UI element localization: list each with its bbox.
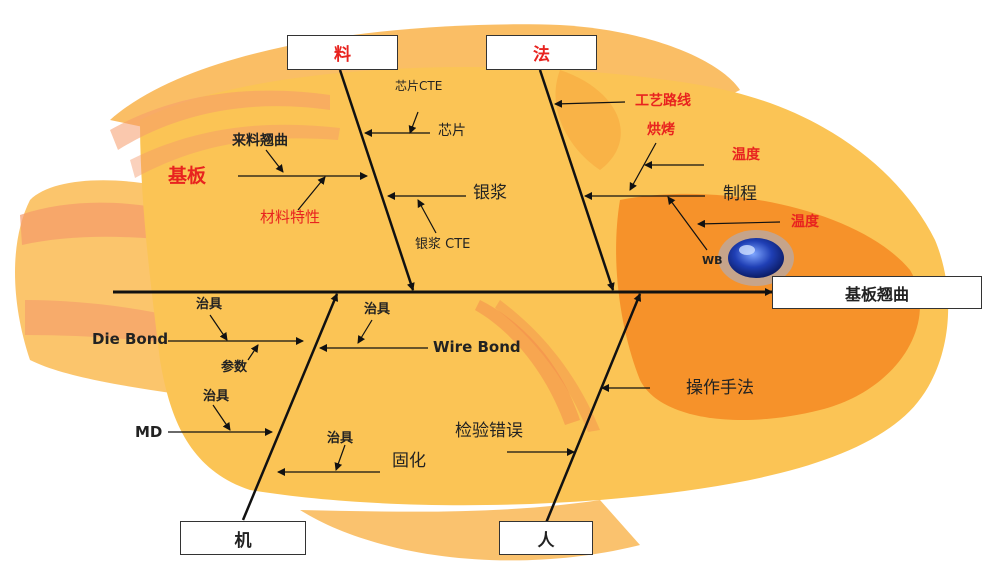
- category-man-box: 人: [499, 521, 593, 555]
- label-fixture-3: 治具: [203, 390, 229, 403]
- label-material-property: 材料特性: [260, 210, 320, 225]
- label-incoming-warpage: 来料翘曲: [232, 134, 288, 148]
- label-fixture-2: 治具: [364, 303, 390, 316]
- label-process-route: 工艺路线: [635, 94, 691, 108]
- label-inspection-error: 检验错误: [455, 423, 523, 440]
- label-die-bond: Die Bond: [92, 332, 168, 347]
- fish-eye: [728, 238, 784, 278]
- category-method-box: 法: [486, 35, 597, 70]
- label-fixture-4: 治具: [327, 432, 353, 445]
- label-wb: WB: [702, 255, 723, 266]
- category-machine-box: 机: [180, 521, 306, 555]
- label-baking: 烘烤: [647, 123, 675, 137]
- category-material-box: 料: [287, 35, 398, 70]
- label-temperature-2: 温度: [791, 215, 819, 229]
- label-chip: 芯片: [438, 124, 466, 138]
- label-wire-bond: Wire Bond: [433, 340, 521, 355]
- label-curing: 固化: [392, 453, 426, 470]
- label-temperature-1: 温度: [732, 148, 760, 162]
- label-fixture-1: 治具: [196, 298, 222, 311]
- label-process: 制程: [723, 186, 757, 203]
- label-substrate: 基板: [168, 167, 206, 186]
- label-silver-paste: 银浆: [473, 185, 507, 202]
- label-md: MD: [135, 425, 162, 440]
- label-operation-method: 操作手法: [686, 380, 754, 397]
- label-chip-cte: 芯片CTE: [395, 80, 442, 92]
- label-silver-paste-cte: 银浆 CTE: [415, 238, 470, 251]
- label-parameters: 参数: [221, 361, 247, 374]
- effect-box: 基板翘曲: [772, 276, 982, 309]
